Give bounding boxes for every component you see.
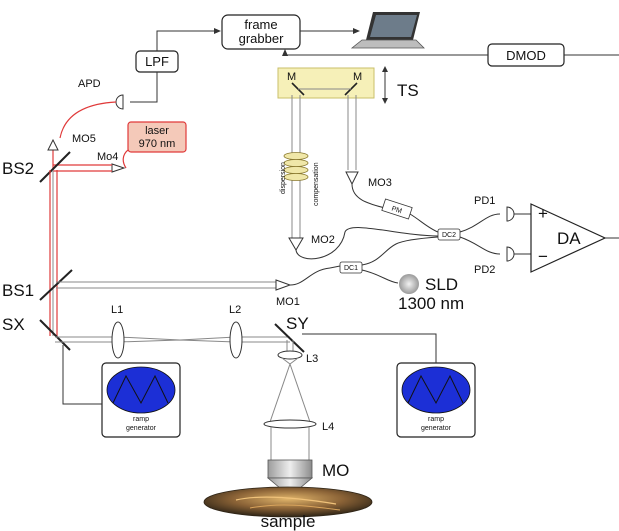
apd-detector: APD: [78, 78, 136, 110]
bs2-label: BS2: [2, 159, 34, 178]
laser-fiber: [122, 149, 129, 169]
sld-source: SLD 1300 nm: [398, 274, 464, 313]
mo3-fiber: [351, 183, 386, 209]
lpf-box: LPF: [135, 50, 179, 73]
frame-grabber-label-1: frame: [244, 17, 277, 32]
dc1-label: DC1: [344, 265, 358, 272]
lens-l2: L2: [229, 304, 243, 359]
bs2-beamsplitter: BS2: [2, 151, 71, 183]
compensation-label: compensation: [313, 162, 320, 206]
da-minus: −: [538, 247, 548, 266]
bs1-label: BS1: [2, 281, 34, 300]
sld-label-2: 1300 nm: [398, 294, 464, 313]
frame-grabber-box: frame grabber: [221, 14, 301, 50]
apd-to-lpf-wire: [130, 72, 158, 103]
mirror-left-label: M: [287, 71, 296, 83]
sld-label-1: SLD: [425, 275, 458, 294]
expand-left: [269, 363, 291, 423]
sx-label: SX: [2, 315, 25, 334]
ramp-right-label-2: generator: [421, 425, 452, 432]
dmod-label: DMOD: [506, 48, 546, 63]
laser-970-box: laser 970 nm: [127, 121, 187, 153]
mo3-label: MO3: [368, 177, 392, 189]
ramp-left-label-2: generator: [126, 425, 157, 432]
ts-label: TS: [397, 81, 419, 100]
mo1-to-dc1-fiber: [289, 267, 331, 286]
ts-direction-arrow: [382, 66, 388, 104]
ramp-waveform-icon: [106, 366, 176, 414]
mo5-label: MO5: [72, 133, 96, 145]
expand-right: [289, 363, 311, 423]
mirror-right-label: M: [353, 71, 362, 83]
l1-label: L1: [111, 304, 123, 316]
dc1-coupler: DC1: [339, 261, 363, 274]
frame-grabber-label-2: grabber: [239, 31, 284, 46]
dc2-to-pd2: [459, 236, 501, 255]
ramp-left-label-1: ramp: [133, 416, 149, 423]
laptop-icon: [350, 12, 425, 49]
sy-scanner: SY: [274, 314, 309, 353]
da-plus: +: [538, 204, 548, 223]
mo2-objective: MO2: [288, 234, 335, 251]
mo4-objective: Mo4: [97, 151, 126, 173]
da-amplifier: + − DA: [530, 203, 607, 273]
mo2-label: MO2: [311, 234, 335, 246]
l4-label: L4: [322, 421, 334, 433]
pm-box: PM: [381, 198, 413, 220]
laser-label-1: laser: [145, 125, 169, 137]
ramp-waveform-icon: [401, 366, 471, 414]
bs1-beamsplitter: BS1: [2, 269, 73, 301]
sx-scanner: SX: [2, 315, 71, 351]
sx-to-ramp-wire: [62, 345, 102, 405]
pm-label: PM: [390, 205, 402, 215]
sample-tissue: sample: [203, 486, 373, 531]
lens-l3: L3: [277, 350, 318, 365]
dc1-to-dc2-fiber: [361, 236, 439, 266]
mo3-objective: MO3: [345, 171, 392, 189]
mo-label: MO: [322, 461, 349, 480]
dispersion-label: dispersion: [280, 162, 287, 194]
mo2-to-dc2-fiber: [295, 227, 439, 260]
mo-objective: MO: [266, 459, 349, 496]
lpf-to-fg-wire: [156, 30, 216, 51]
ramp-right-label-1: ramp: [428, 416, 444, 423]
relay-cross-a: [117, 336, 237, 341]
laser-label-2: 970 nm: [139, 138, 176, 150]
sy-label: SY: [286, 314, 309, 333]
pm-to-dc2-fiber: [409, 213, 439, 233]
pd1-label: PD1: [474, 195, 495, 207]
da-label: DA: [557, 229, 581, 248]
lens-l4: L4: [263, 419, 334, 433]
dmod-box: DMOD: [487, 43, 565, 67]
sample-label: sample: [261, 512, 316, 531]
sy-to-ramp-wire: [302, 333, 437, 363]
dmod-to-fg-wire: [284, 54, 488, 56]
dc2-label: DC2: [442, 232, 456, 239]
mo1-label: MO1: [276, 296, 300, 308]
l3-label: L3: [306, 353, 318, 365]
dc2-to-pd1: [459, 213, 501, 233]
lens-l1: L1: [111, 304, 125, 359]
mo1-objective: MO1: [275, 279, 300, 308]
dispersion-compensation-block: dispersion compensation: [280, 152, 320, 206]
ramp-generator-left: ramp generator: [101, 362, 181, 438]
ramp-generator-right: ramp generator: [396, 362, 476, 438]
fluorescence-fiber: [59, 101, 117, 139]
dc1-in: [329, 265, 341, 269]
apd-label: APD: [78, 78, 101, 90]
mo5-objective: MO5: [47, 133, 96, 151]
dc2-coupler: DC2: [437, 228, 461, 241]
lpf-label: LPF: [145, 54, 169, 69]
relay-cross-b: [117, 339, 237, 343]
translation-stage: M M TS: [277, 67, 419, 100]
l2-label: L2: [229, 304, 241, 316]
pd2-label: PD2: [474, 264, 495, 276]
dc1-to-sld-fiber: [361, 269, 399, 284]
mo4-label: Mo4: [97, 151, 118, 163]
pd1-detector: PD1: [474, 195, 515, 222]
pd2-detector: PD2: [474, 246, 515, 276]
